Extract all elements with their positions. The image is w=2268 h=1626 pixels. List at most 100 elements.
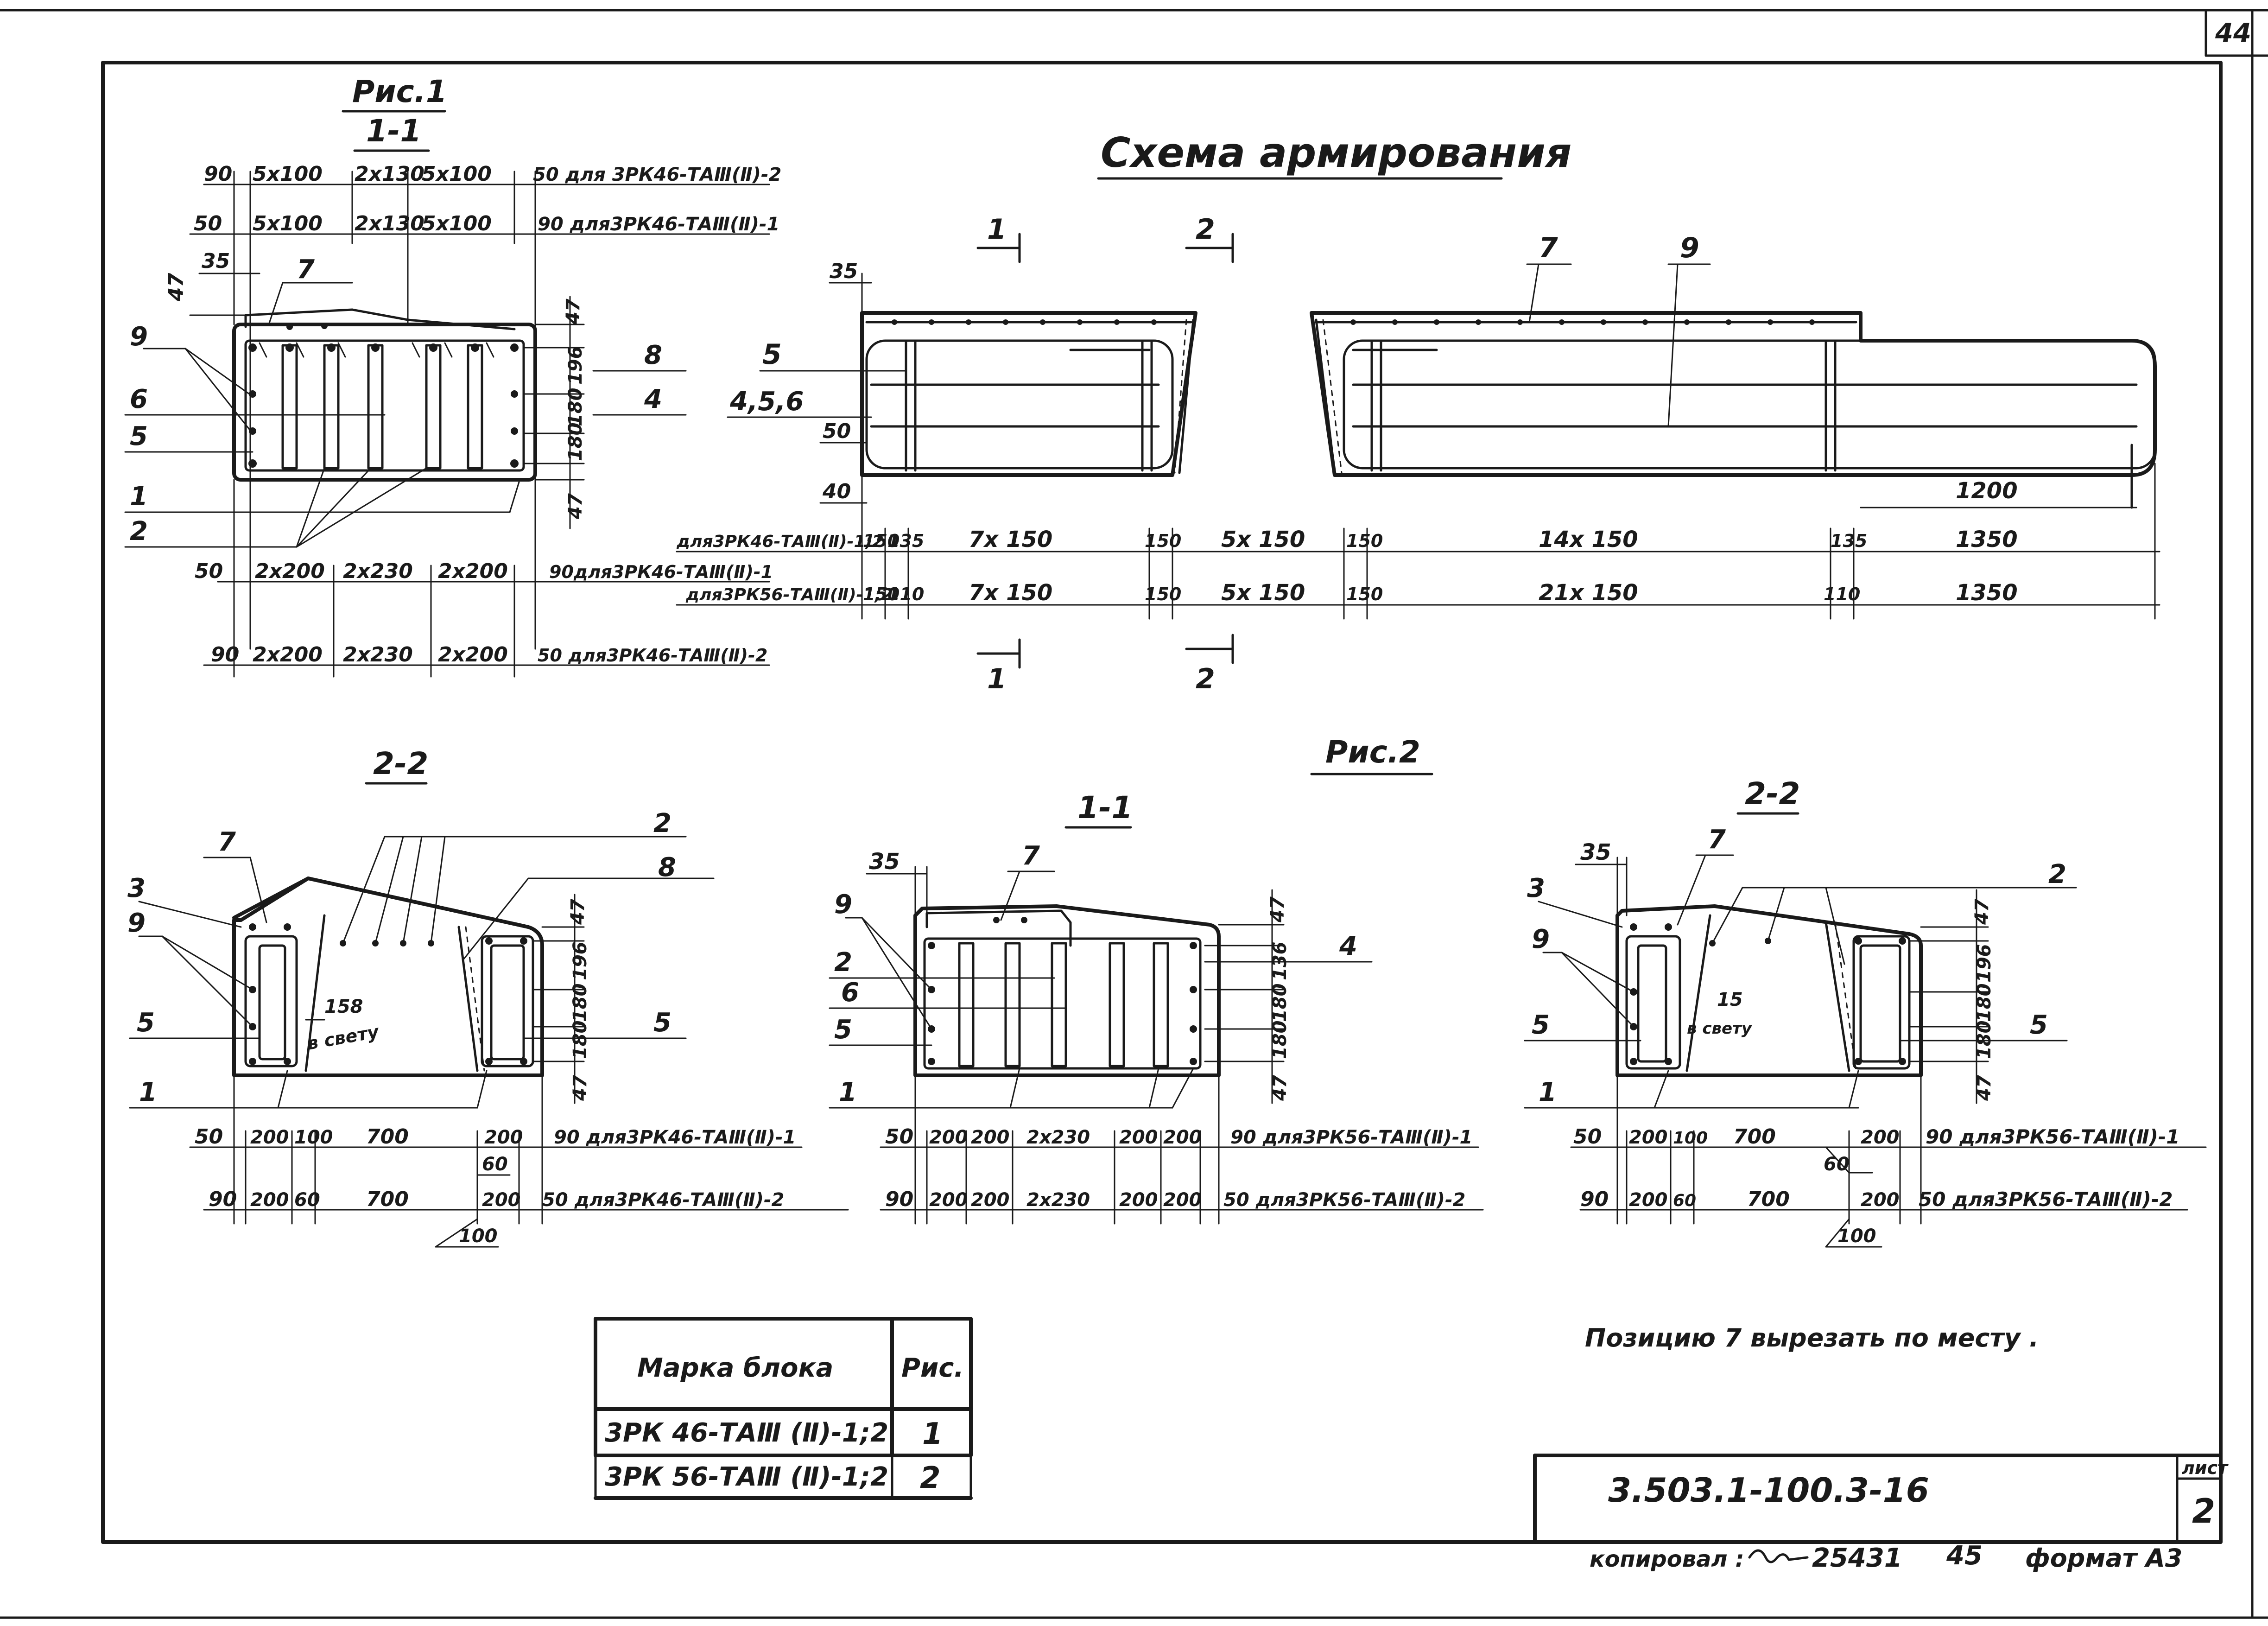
copier-signature [1748, 1549, 1809, 1563]
doc-code: 3.503.1-100.3-16 [1608, 1471, 1929, 1510]
corner-sheet-number: 44 [2215, 18, 2251, 48]
sheet-frame [0, 9, 2268, 1619]
sec22a-label-1: 1 [139, 1077, 157, 1107]
fig1-topdim2-c: 2x130 [355, 212, 424, 235]
sec22b-dim1-0: 50 [1573, 1125, 1602, 1149]
table-header-fig: Рис. [901, 1353, 964, 1383]
marks-table: Марка блока Рис. 3РК 46-ТАⅢ (Ⅱ)-1;2 1 3Р… [594, 1317, 973, 1500]
scheme-row1-8: 1350 [1956, 527, 2018, 553]
sec22b-label-5r: 5 [2030, 1010, 2048, 1040]
sec22b-clear-note: в свету [1687, 1019, 1753, 1038]
scheme-row2-4: 5x 150 [1221, 580, 1305, 606]
fig1-topdim1-c: 2x130 [355, 162, 424, 186]
sec22a-rdim-4: 47 [570, 1075, 591, 1101]
fig1-label: Рис.1 [352, 74, 447, 109]
scheme-label-9: 9 [1680, 232, 1699, 264]
sec22a-label-2: 2 [653, 808, 672, 838]
fig1-rdim-47a: 47 [563, 299, 584, 325]
sec22a-dim1-2: 100 [294, 1127, 333, 1148]
sec22a-dim1-1: 200 [250, 1127, 289, 1148]
sheet-number: 2 [2192, 1492, 2215, 1531]
sec22a-dim1-3: 700 [366, 1125, 409, 1149]
sec22b-dim1-2: 100 [1673, 1129, 1708, 1148]
sec22a-dim2-1: 200 [250, 1189, 289, 1211]
footer-num1: 25431 [1812, 1543, 1902, 1573]
fig1-botdim1-e: 90для3РК46-ТАⅢ(Ⅱ)-1 [549, 562, 773, 582]
sec22b-clear: 15 [1717, 989, 1743, 1010]
sec11b-dim2-5: 200 [1163, 1189, 1202, 1211]
scheme-row1-1: 135 [887, 531, 924, 551]
fig1-rdim-196: 196 [565, 346, 586, 385]
sec22a-rdim-0: 47 [567, 899, 589, 925]
sec22a-clear-note: в свету [305, 1021, 381, 1054]
footer-format: формат А3 [2025, 1543, 2182, 1573]
sec11b-dim2-4: 200 [1119, 1189, 1158, 1211]
sec11b-label-9: 9 [834, 889, 852, 920]
fig1-topdim1-d: 5x100 [422, 162, 492, 186]
fig1-label-4: 4 [644, 384, 662, 414]
scheme-row2-2: 7x 150 [969, 580, 1052, 606]
sec22b-dim1-1: 200 [1629, 1127, 1668, 1148]
sec11b-title: 1-1 [1077, 790, 1133, 826]
scheme-row1-4: 5x 150 [1221, 527, 1305, 553]
sec22b-label-1: 1 [1539, 1077, 1557, 1107]
sec22b-dim2-3: 700 [1747, 1188, 1790, 1211]
sec22b-rdim-3: 180 [1974, 1021, 1995, 1060]
sec22a-dim1-5: 90 для3РК46-ТАⅢ(Ⅱ)-1 [554, 1127, 796, 1148]
sec11b-dim1-3: 2x230 [1026, 1127, 1090, 1148]
sec22b-label-7: 7 [1708, 825, 1726, 855]
fig1-rdim-180a: 180 [565, 388, 586, 427]
sec22b-label-2: 2 [2048, 859, 2066, 889]
scheme-row2-8: 1350 [1956, 580, 2018, 606]
reinforcement-scheme: 1 2 1 2 [676, 213, 2160, 695]
sec11b-rdim-0: 47 [1267, 896, 1288, 923]
fig1-botdim2-b: 2x200 [253, 643, 323, 667]
sec22b-dim1-5: 90 для3РК56-ТАⅢ(Ⅱ)-1 [1926, 1125, 2180, 1148]
scheme-dim-50: 50 [823, 419, 851, 443]
sec11b-label-7: 7 [1022, 841, 1040, 871]
table-row1-mark: 3РК 46-ТАⅢ (Ⅱ)-1;2 [605, 1418, 888, 1448]
scheme-row2-6: 21x 150 [1539, 580, 1638, 606]
sec22a-dim2-3: 700 [366, 1188, 409, 1211]
fig1-topdim2-b: 5x100 [253, 212, 323, 235]
sec11b-dim2-6: 50 для3РК56-ТАⅢ(Ⅱ)-2 [1223, 1189, 1465, 1211]
main-title: Схема армирования [1101, 129, 1571, 177]
fig1-rdim-180b: 180 [565, 423, 586, 462]
fig1-botdim1-b: 2x200 [255, 559, 325, 583]
section-2-2-right: 2-2 35 7 3 9 5 1 2 [1524, 776, 2207, 1248]
sec22b-rdim-0: 47 [1971, 899, 1993, 925]
fig1-rdim-47b: 47 [565, 493, 586, 520]
fig1-label-1: 1 [130, 482, 148, 512]
sec22a-rdim-1: 196 [570, 942, 591, 981]
scheme-cut2-top: 2 [1196, 213, 1215, 246]
sec22a-rdim-2: 180 [570, 984, 591, 1023]
sec22a-dim2-4: 200 [482, 1189, 521, 1211]
sec22b-dim1-3: 700 [1733, 1125, 1776, 1149]
footer-copied: копировал : [1590, 1546, 1744, 1572]
fig1-botdim2-c: 2x230 [343, 643, 413, 667]
scheme-row1-3: 150 [1145, 531, 1181, 551]
fig1-dim-35: 35 [202, 249, 230, 273]
sec11b-label-4: 4 [1339, 931, 1357, 961]
fig1-botdim1-c: 2x230 [343, 559, 413, 583]
sheet-label: лист [2182, 1458, 2229, 1478]
scheme-row1-2: 7x 150 [969, 527, 1052, 553]
fig1-section-1-1: 90 5x100 2x130 5x100 50 для 3РК46-ТАⅢ(Ⅱ)… [124, 162, 781, 678]
sec11b-dim1-1: 200 [929, 1127, 968, 1148]
sec22a-label-5: 5 [137, 1008, 155, 1038]
sec22b-rdim-4: 47 [1974, 1075, 1995, 1101]
sec11b-rdim-4: 47 [1269, 1075, 1291, 1101]
fig1-section-label: 1-1 [366, 113, 421, 149]
sec22a-clear: 158 [324, 996, 363, 1017]
table-header-mark: Марка блока [637, 1353, 833, 1383]
scheme-row1-5: 150 [1346, 531, 1383, 551]
fig1-topdim2-e: 90 для3РК46-ТАⅢ(Ⅱ)-1 [538, 214, 779, 235]
sec22b-label-5: 5 [1532, 1010, 1550, 1040]
sec22b-dim2-0: 90 [1580, 1188, 1609, 1211]
section-1-1-mid: 1-1 35 7 9 2 6 5 1 [829, 790, 1484, 1225]
sec22a-dim2-2: 60 [294, 1189, 320, 1211]
fig1-label-8: 8 [644, 340, 662, 370]
scheme-row2-5: 150 [1346, 584, 1383, 604]
sec22b-rdim-2: 180 [1974, 984, 1995, 1023]
